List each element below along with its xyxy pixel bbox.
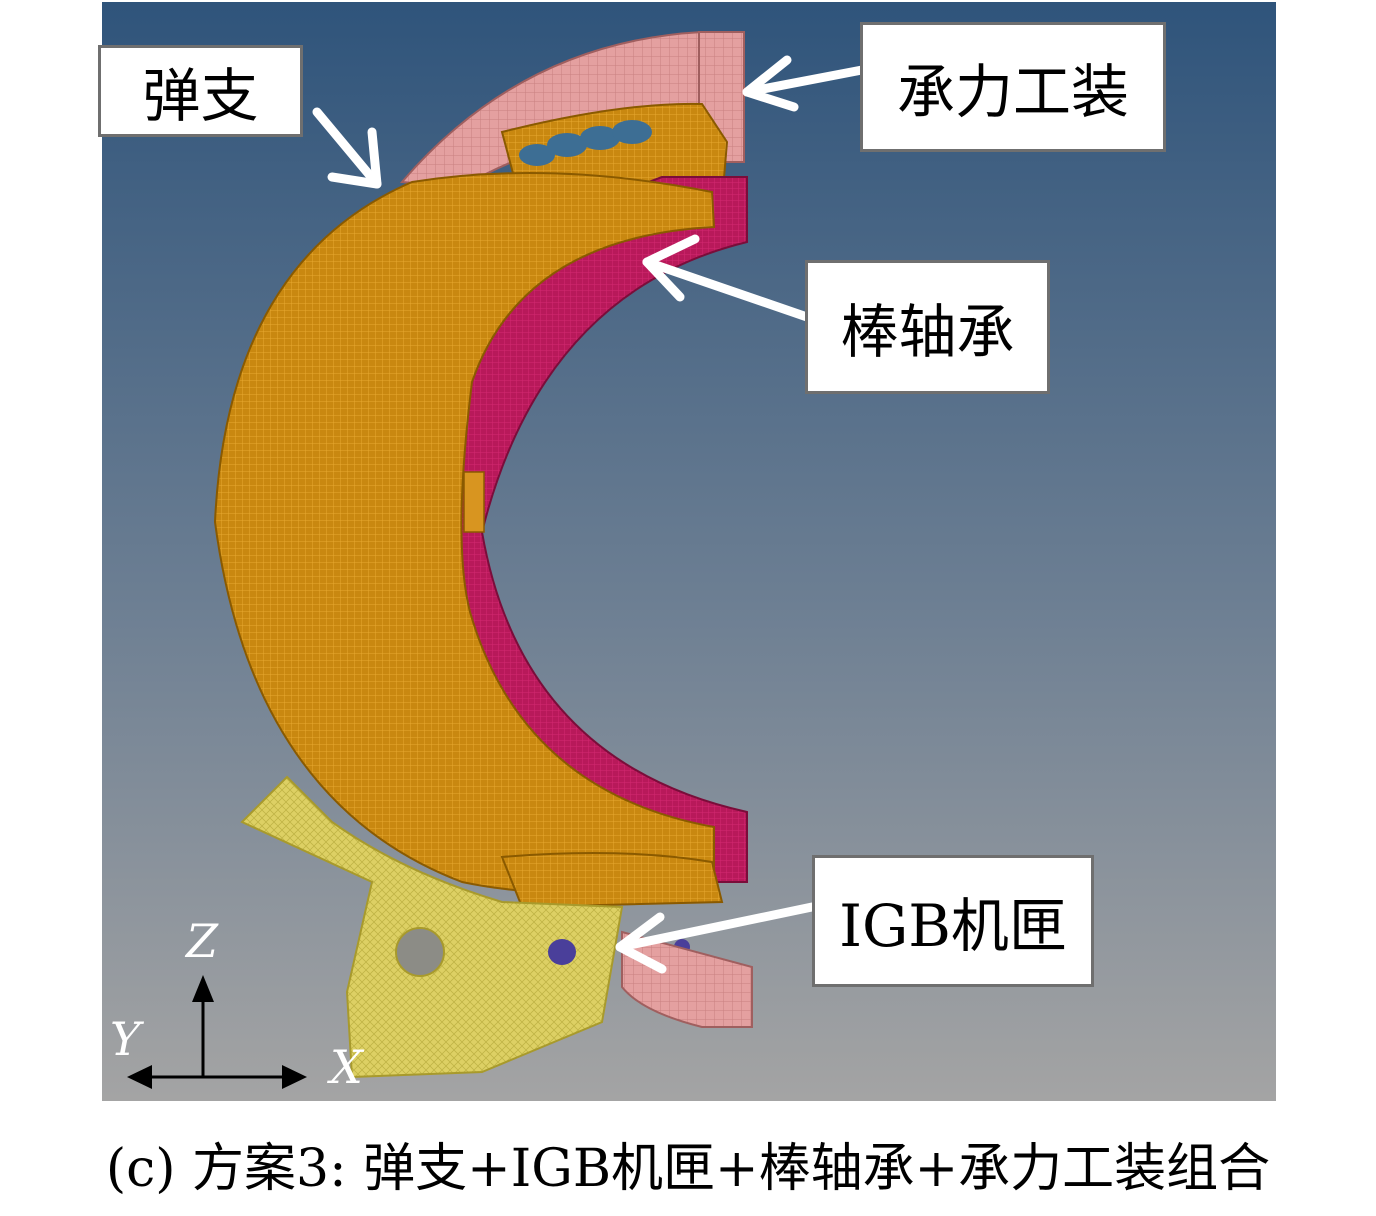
label-spring-support: 弹支 [98,45,303,137]
axis-label-z: Z [186,914,218,968]
fe-model-render [102,2,1276,1101]
igb-casing-hole [395,927,445,977]
spring-support-lower-flange [500,852,724,909]
igb-casing [240,775,624,1079]
spring-support [213,172,716,894]
axis-label-y: Y [110,1012,141,1066]
figure-caption: (c) 方案3: 弹支+IGB机匣+棒轴承+承力工装组合 [105,1138,1271,1199]
spring-support-tab [463,471,485,533]
label-roller-bearing-text: 棒轴承 [840,298,1015,366]
label-igb-casing-text: IGB机匣 [839,892,1067,960]
label-igb-casing: IGB机匣 [812,855,1094,987]
label-load-fixture-text: 承力工装 [896,58,1129,126]
roller-group [519,120,652,166]
label-load-fixture: 承力工装 [860,22,1166,152]
fe-model-viewport [102,2,1276,1101]
callout-arrows [312,55,867,974]
load-fixture-lower [621,930,753,1028]
axis-triad [127,975,307,1089]
label-spring-support-text: 弹支 [142,62,259,130]
axis-label-x: X [330,1040,363,1094]
label-roller-bearing: 棒轴承 [805,260,1050,394]
